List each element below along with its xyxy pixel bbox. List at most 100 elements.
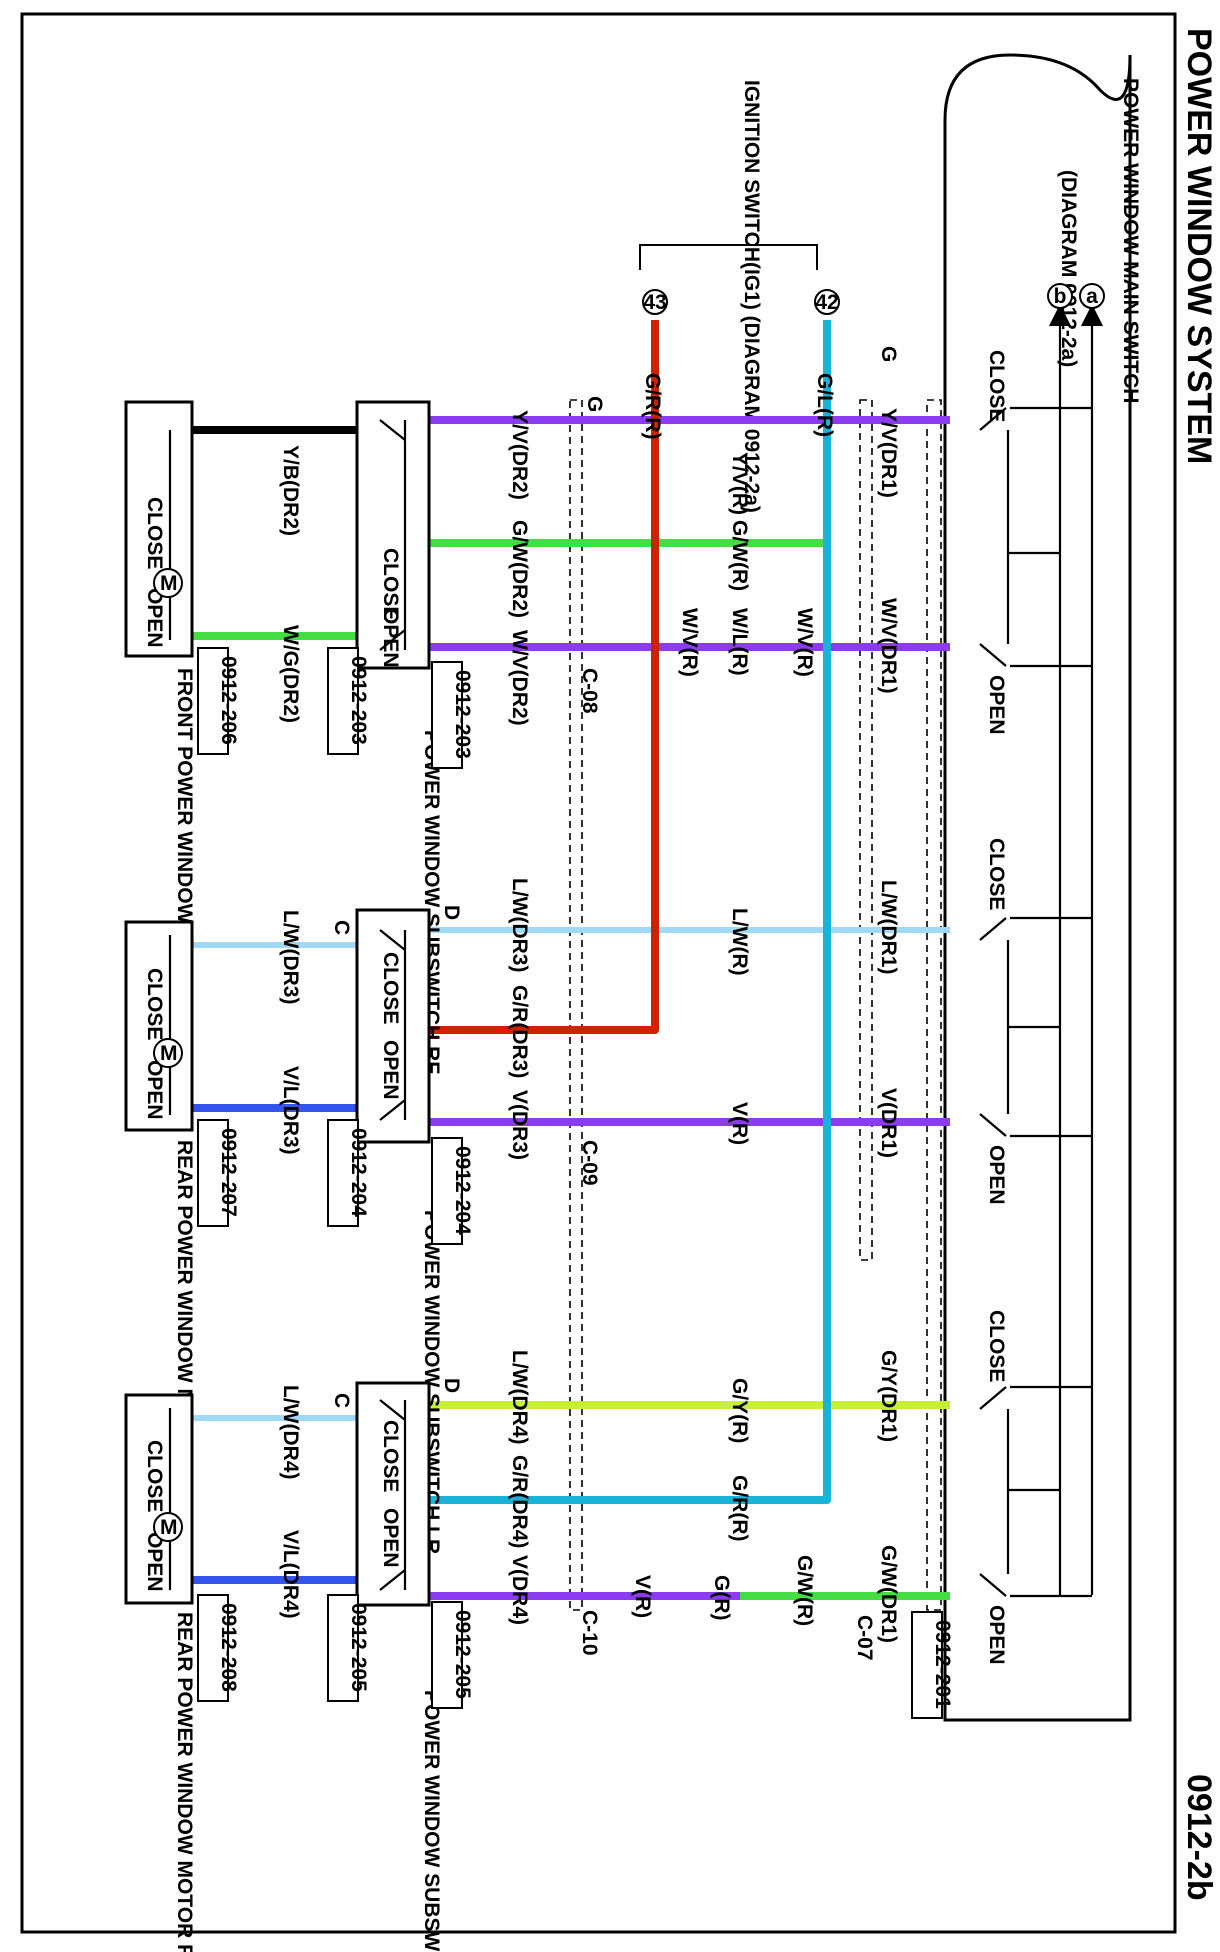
joint-c09: C-09	[578, 1140, 601, 1186]
wire-label: W/L(R)	[728, 608, 751, 676]
pin-c: C	[330, 920, 353, 935]
wire-label: L/W(DR3)	[279, 910, 302, 1004]
open-label: OPEN	[379, 1508, 402, 1568]
open-label-lr: OPEN	[985, 1145, 1008, 1205]
close-label-rr: CLOSE	[985, 1310, 1008, 1382]
open-label: OPEN	[143, 588, 166, 648]
wire-label: G/W(R)	[793, 1555, 816, 1626]
pin-d: D	[440, 905, 463, 920]
connector-tag: 0912-203	[327, 647, 370, 755]
wire-rr-mid	[430, 320, 831, 1504]
svg-text:M: M	[160, 1042, 178, 1065]
feed-gr-label: G/R(R)	[641, 373, 664, 440]
wire-label: G/Y(DR1)	[877, 1350, 900, 1442]
connector-tag: 0912-203	[431, 661, 474, 769]
subswitch-rf-box	[355, 400, 431, 670]
joint-c10: C-10	[578, 1610, 601, 1656]
open-label: OPEN	[143, 1532, 166, 1592]
svg-text:a: a	[1086, 285, 1098, 308]
feed-gl-label: G/L(R)	[813, 373, 836, 437]
wire-label: L/W(DR1)	[877, 880, 900, 974]
motor-icon: M	[153, 1038, 183, 1068]
motor-rear-rh-name: REAR POWER WINDOW MOTOR RH	[173, 1612, 196, 1952]
wire-label: W/V(DR1)	[877, 598, 900, 694]
connector-tag: 0912-204	[327, 1119, 370, 1227]
motor-rh-front-box	[124, 400, 194, 658]
wire-label: V(DR4)	[508, 1555, 531, 1625]
wire-label: L/W(DR4)	[508, 1350, 531, 1444]
close-label: CLOSE	[143, 968, 166, 1040]
svg-text:0912-204: 0912-204	[451, 1146, 474, 1235]
svg-text:0912-203: 0912-203	[347, 656, 370, 745]
close-label: CLOSE	[379, 548, 402, 620]
wire-label: W/V(R)	[793, 608, 816, 677]
joint-c08: C-08	[578, 668, 601, 714]
wire-label: V/L(DR3)	[279, 1066, 302, 1155]
svg-text:0912-207: 0912-207	[217, 1128, 240, 1217]
open-label-front: OPEN	[985, 675, 1008, 735]
motor-icon: M	[153, 1512, 183, 1542]
connector-tag: 0912-206	[197, 647, 240, 755]
wire-label: V(R)	[631, 1575, 654, 1618]
subswitch-lr-box	[355, 908, 431, 1144]
wire-label: W/V(R)	[678, 608, 701, 677]
terminal-43: 43	[642, 289, 668, 315]
wire-label: Y/V(R)	[728, 452, 751, 515]
pin-d: D	[440, 1378, 463, 1393]
ignition-label: IGNITION SWITCH(IG1) (DIAGRAM 0912-2a)	[740, 80, 763, 513]
main-switch-box	[943, 53, 1132, 1722]
wire-label: W/G(DR2)	[279, 625, 302, 723]
connector-tag: 0912-204	[431, 1137, 474, 1245]
wire-label: G/R(R)	[728, 1475, 751, 1542]
connector-tag: 0912-201	[911, 1611, 954, 1719]
page-code: 0912-2b	[1180, 1774, 1218, 1901]
terminal-42: 42	[814, 289, 840, 315]
svg-text:43: 43	[643, 291, 666, 314]
svg-text:M: M	[160, 1516, 178, 1539]
wire-label: V(DR1)	[877, 1088, 900, 1158]
motor-rh-rear-box	[124, 1393, 194, 1605]
motor-icon: M	[153, 568, 183, 598]
wire-label: V/L(DR4)	[279, 1530, 302, 1619]
connector-tag: 0912-205	[327, 1594, 370, 1702]
wire-label: V(R)	[728, 1102, 751, 1145]
close-label-front: CLOSE	[985, 350, 1008, 422]
wire-label: G/W(DR2)	[508, 520, 531, 618]
wire-label: L/W(DR3)	[508, 878, 531, 972]
terminal-b: b	[1047, 283, 1073, 309]
connector-dashes	[569, 399, 942, 1611]
main-switch-circuit	[979, 304, 1103, 1598]
wire-label: L/W(R)	[728, 908, 751, 976]
open-label-rr: OPEN	[985, 1605, 1008, 1665]
close-label: CLOSE	[143, 497, 166, 569]
svg-text:0912-205: 0912-205	[451, 1610, 474, 1699]
terminal-a: a	[1079, 283, 1105, 309]
svg-text:0912-204: 0912-204	[347, 1128, 370, 1217]
svg-text:0912-208: 0912-208	[217, 1603, 240, 1692]
pin-c: C	[330, 1393, 353, 1408]
wire-label: Y/B(DR2)	[279, 445, 302, 536]
connector-tag: 0912-205	[431, 1601, 474, 1709]
wire-label: L/W(DR4)	[279, 1385, 302, 1479]
page-title: POWER WINDOW SYSTEM	[1180, 28, 1218, 464]
close-label: CLOSE	[143, 1440, 166, 1512]
open-label: OPEN	[379, 608, 402, 668]
subswitch-rr-name: POWER WINDOW SUBSWITCH RR	[420, 1690, 443, 1952]
svg-text:0912-205: 0912-205	[347, 1603, 370, 1692]
wire-label: W/V(DR2)	[508, 630, 531, 726]
wire-label: Y/V(DR1)	[877, 408, 900, 498]
wire-label: G(R)	[710, 1575, 733, 1621]
close-label: CLOSE	[379, 1420, 402, 1492]
wire-label: Y/V(DR2)	[508, 410, 531, 500]
svg-text:0912-206: 0912-206	[217, 656, 240, 745]
device-internals	[168, 419, 407, 1591]
svg-text:0912-203: 0912-203	[451, 670, 474, 759]
motor-lh-rear-box	[124, 920, 194, 1132]
close-label: CLOSE	[379, 952, 402, 1024]
svg-text:42: 42	[815, 291, 838, 314]
connector-tag: 0912-208	[197, 1594, 240, 1702]
close-label-lr: CLOSE	[985, 838, 1008, 910]
subswitch-rr-box	[355, 1381, 431, 1607]
wire-label: G/R(DR3)	[508, 985, 531, 1078]
